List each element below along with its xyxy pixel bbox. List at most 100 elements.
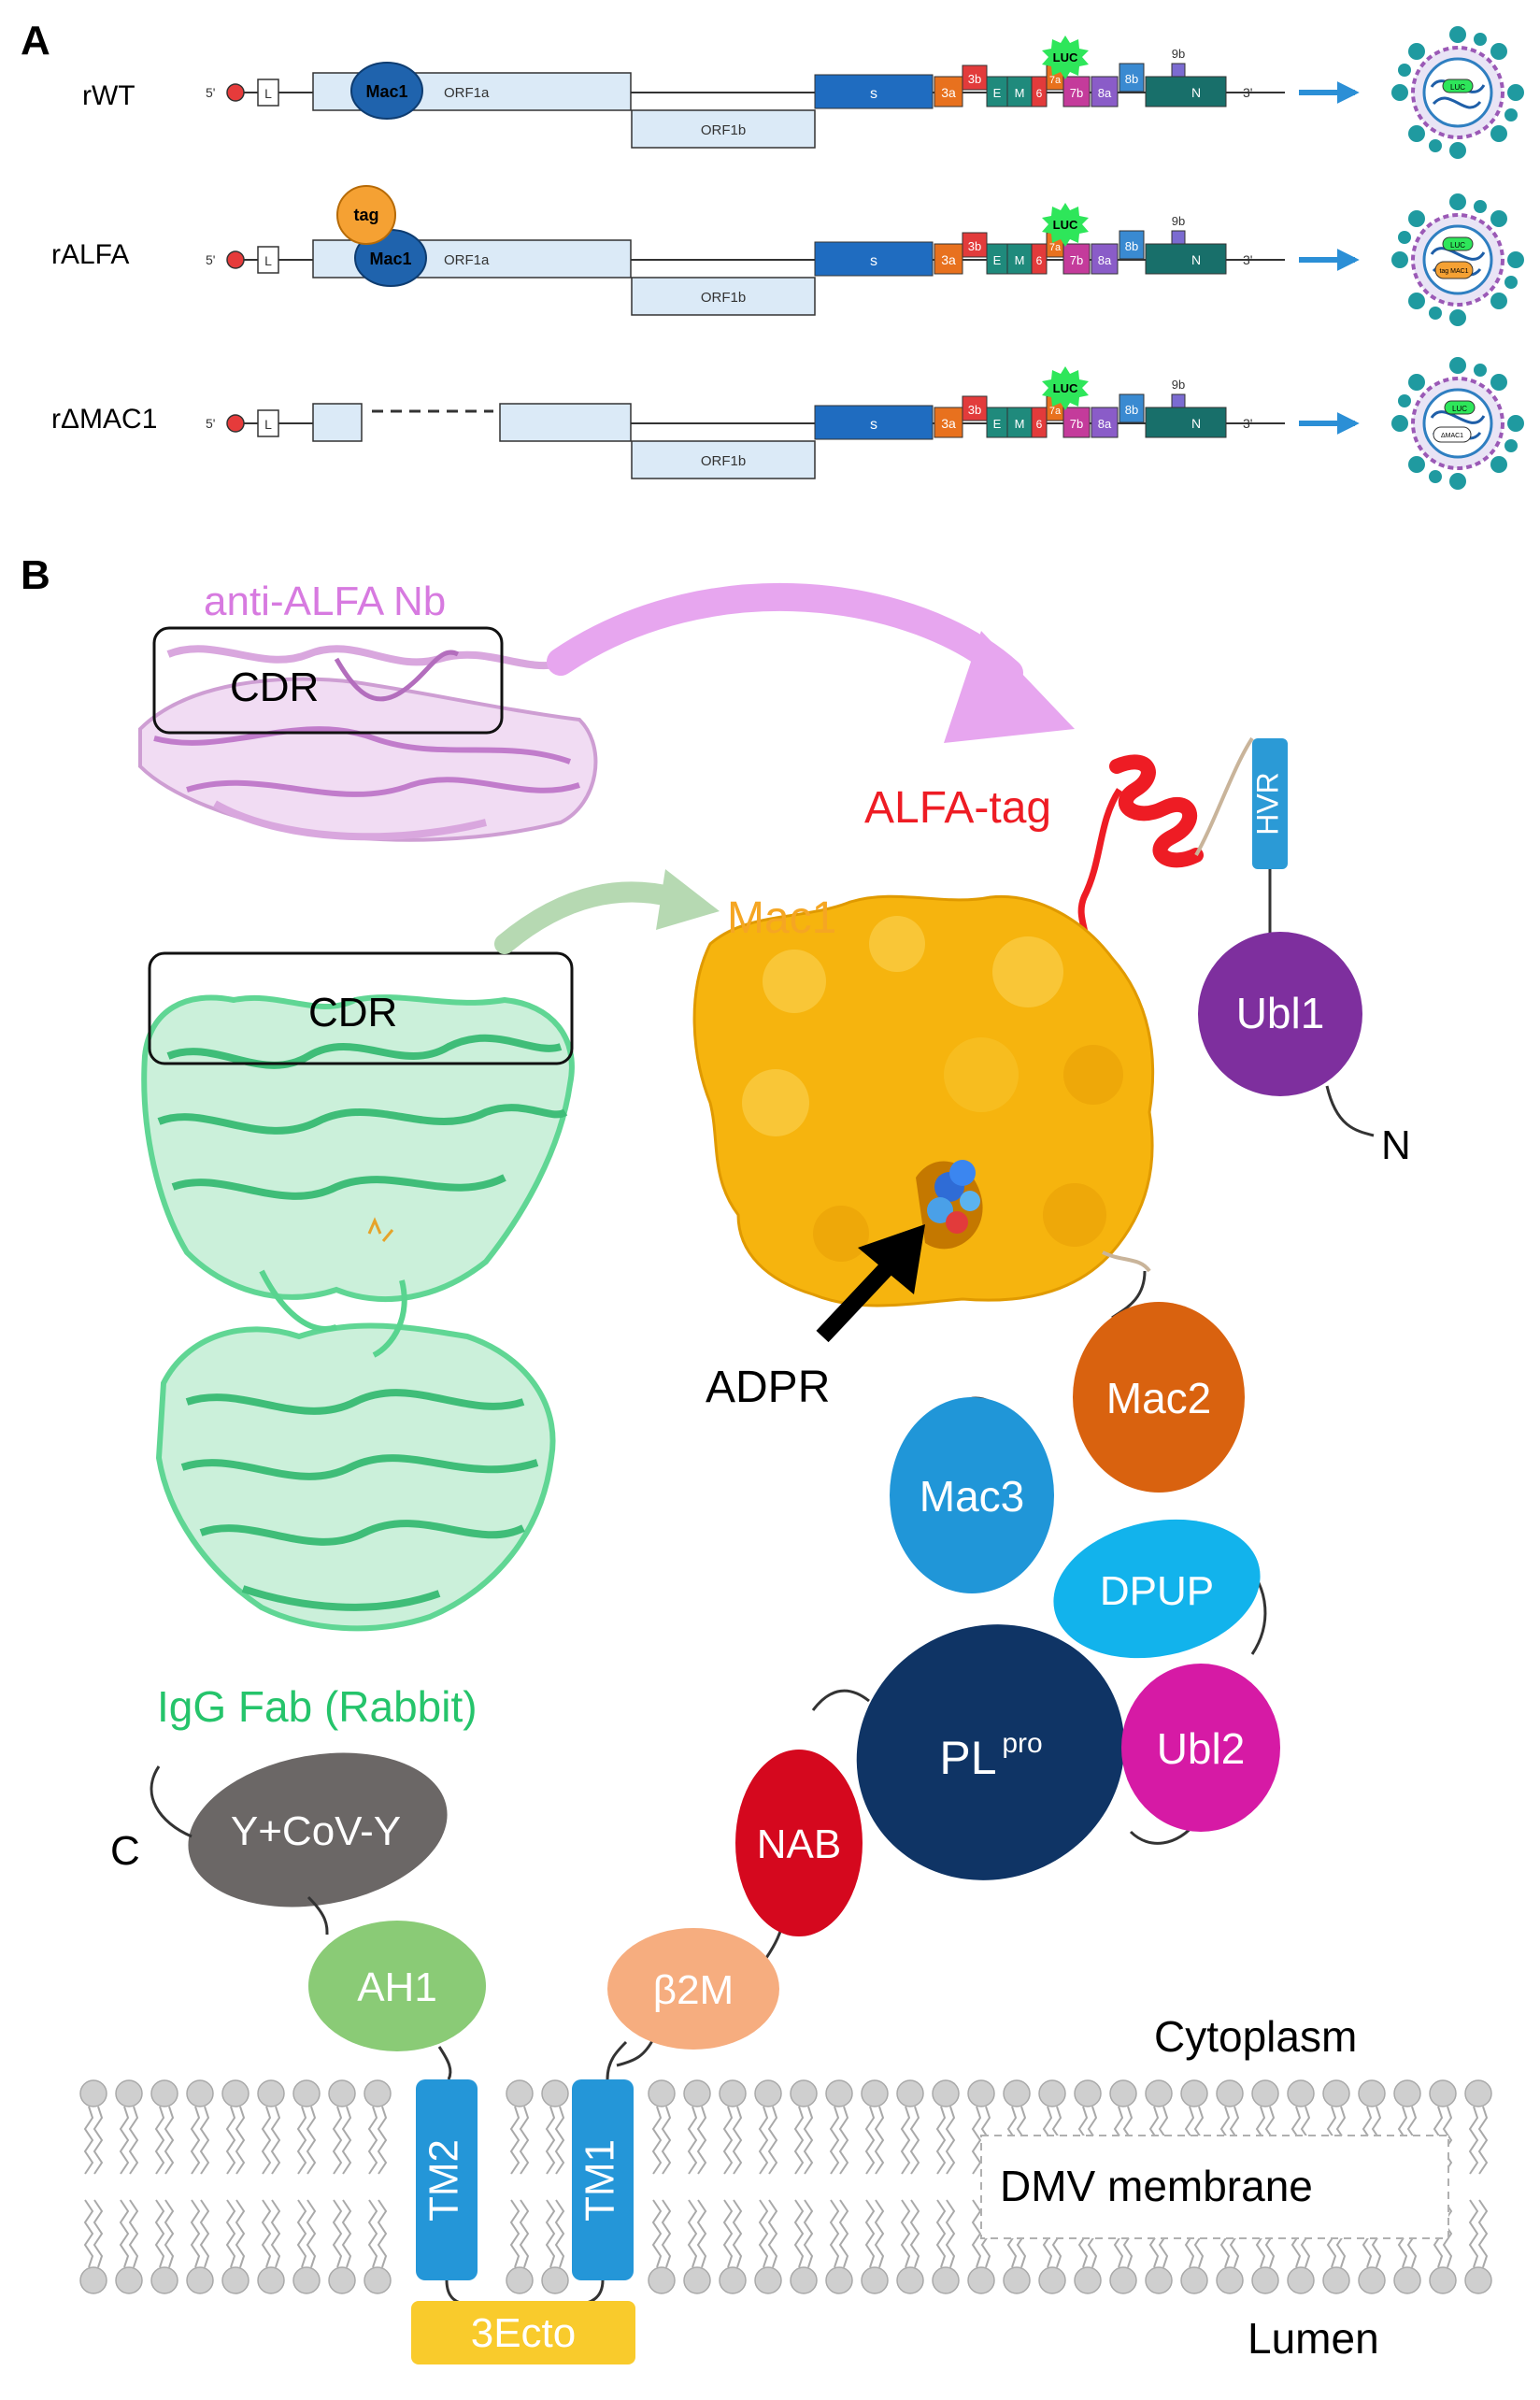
- lipid-head: [1109, 2266, 1137, 2294]
- membrane-label-box: [980, 2135, 1449, 2239]
- mac2-domain: [1073, 1302, 1245, 1493]
- leader-box: [257, 409, 279, 437]
- lipid-tail: [235, 2106, 246, 2175]
- lipid-head: [1287, 2266, 1315, 2294]
- arrowhead-green-icon: [656, 869, 720, 930]
- lipid-head: [1251, 2266, 1279, 2294]
- mac1-label: Mac1: [727, 893, 836, 943]
- lipid-tail: [793, 2106, 805, 2175]
- lipid-tail: [767, 2106, 778, 2175]
- surface-lobe: [742, 1069, 809, 1136]
- connector-line: [307, 1895, 329, 1936]
- lipid-head: [541, 2266, 569, 2294]
- lipid-tail: [1468, 2106, 1479, 2175]
- surface-lobe: [944, 1037, 1019, 1112]
- lipid-tail: [306, 2106, 317, 2175]
- lipid-tail: [803, 2199, 814, 2268]
- gene-8b: [1119, 393, 1145, 423]
- lipid-tail: [722, 2106, 734, 2175]
- luc-label: LUC: [1053, 381, 1078, 395]
- gene-7a-label: 7a: [1049, 75, 1062, 86]
- gene-7a-label: 7a: [1049, 406, 1062, 417]
- gene-3b-label: 3b: [968, 72, 981, 86]
- luc-burst-icon: [1042, 366, 1089, 410]
- gene-8a-label: 8a: [1098, 86, 1112, 100]
- lipid-head: [186, 2266, 214, 2294]
- gene-n-label: N: [1191, 252, 1201, 267]
- leader-label: L: [264, 86, 272, 101]
- lipid-head: [1145, 2079, 1173, 2107]
- panel-b-label: B: [21, 552, 50, 598]
- lipid-tail: [377, 2199, 388, 2268]
- gene-6-label: 6: [1036, 87, 1043, 100]
- lipid-head: [1393, 2266, 1421, 2294]
- gene-9b-label: 9b: [1172, 378, 1185, 392]
- lipid-tail: [1468, 2199, 1479, 2268]
- lipid-tail: [687, 2199, 698, 2268]
- nanobody-body: [138, 677, 598, 842]
- lipid-tail: [1477, 2106, 1489, 2175]
- spike-ring: [1391, 193, 1524, 326]
- lipid-tail: [864, 2106, 876, 2175]
- lipid-head: [150, 2079, 178, 2107]
- lipid-tail: [900, 2199, 911, 2268]
- lipid-tail: [722, 2199, 734, 2268]
- ah1-domain: [308, 1921, 486, 2051]
- lipid-head: [328, 2266, 356, 2294]
- lipid-head: [896, 2266, 924, 2294]
- lipid-head: [292, 2266, 321, 2294]
- lipid-head: [648, 2079, 676, 2107]
- lipid-head: [1464, 2079, 1492, 2107]
- beta-strand: [171, 1174, 506, 1200]
- surface-lobe: [1063, 1045, 1123, 1105]
- lipid-tail: [829, 2106, 840, 2175]
- lipid-head: [1358, 2266, 1386, 2294]
- gene-8a: [1091, 407, 1119, 438]
- surface-lobe: [1043, 1183, 1106, 1247]
- gene-m: [1006, 407, 1033, 438]
- ecto-domain: [411, 2301, 635, 2364]
- gene-7b: [1062, 243, 1091, 275]
- arrowhead-pink-icon: [944, 631, 1075, 743]
- lipid-head: [719, 2266, 747, 2294]
- orf1a-label: ORF1a: [444, 252, 490, 268]
- genome-row-rdeltamac1: rΔMAC1 5' L ORF1b s 3a 3b E M 6 7a 7b 8a…: [51, 357, 1524, 490]
- lipid-head: [1038, 2079, 1066, 2107]
- cdr-label-nb: CDR: [230, 664, 319, 710]
- beta-strand: [153, 726, 572, 764]
- gene-8a-label: 8a: [1098, 417, 1112, 431]
- lipid-tail: [93, 2106, 104, 2175]
- c-terminus-tail: [150, 1765, 192, 1838]
- ubl1-label: Ubl1: [1236, 989, 1325, 1037]
- lipid-tail: [509, 2199, 520, 2268]
- lipid-head: [1109, 2079, 1137, 2107]
- lipid-tail: [164, 2106, 175, 2175]
- gene-3b: [962, 232, 988, 258]
- connector-line: [437, 2046, 452, 2080]
- lipid-tail: [190, 2106, 201, 2175]
- lipid-head: [1251, 2079, 1279, 2107]
- lipid-head: [1429, 2079, 1457, 2107]
- gene-e-label: E: [993, 86, 1002, 100]
- lipid-head: [1393, 2079, 1421, 2107]
- lipid-tail: [758, 2199, 769, 2268]
- fab-structure: [141, 994, 575, 1632]
- plpro-domain: [856, 1624, 1125, 1880]
- luc-label: LUC: [1053, 218, 1078, 232]
- c-terminus-label: C: [110, 1828, 140, 1874]
- gene-3a-label: 3a: [941, 252, 956, 267]
- row-label: rALFA: [51, 239, 129, 270]
- lipid-head: [115, 2079, 143, 2107]
- lipid-tail: [261, 2199, 272, 2268]
- lipid-tail: [332, 2199, 343, 2268]
- gene-m-label: M: [1015, 86, 1025, 100]
- lipid-head: [506, 2079, 534, 2107]
- n-terminus-tail: [1325, 1085, 1375, 1137]
- connector-line: [811, 1689, 870, 1711]
- beta-strand: [185, 1389, 525, 1415]
- lipid-head: [150, 2266, 178, 2294]
- gene-7a-label: 7a: [1049, 242, 1062, 253]
- lipid-tail: [945, 2199, 956, 2268]
- gene-3a-label: 3a: [941, 416, 956, 431]
- gene-n-label: N: [1191, 85, 1201, 100]
